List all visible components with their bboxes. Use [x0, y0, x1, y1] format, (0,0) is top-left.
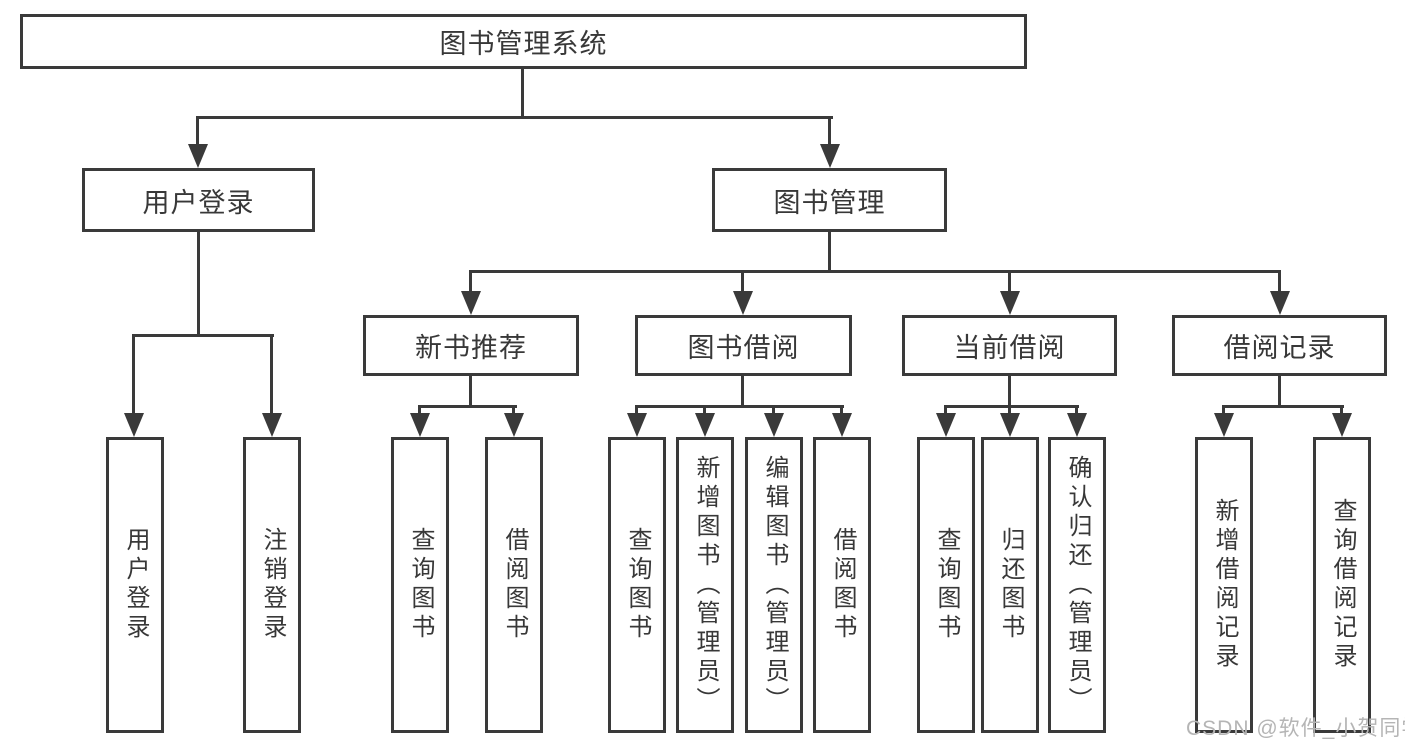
- node-borrow-records-label: 借阅记录: [1223, 333, 1336, 363]
- connector-vline: [1340, 405, 1343, 417]
- connector-vline: [521, 69, 524, 118]
- leaf-user-login-label: 用户登录: [122, 527, 149, 643]
- node-current-borrow-label: 当前借阅: [953, 333, 1066, 363]
- node-root: 图书管理系统: [20, 14, 1027, 69]
- connector-vline: [197, 232, 200, 336]
- leaf-query-borrow-record-label: 查询借阅记录: [1329, 498, 1356, 672]
- connector-vline: [635, 405, 638, 417]
- connector-vline: [469, 270, 472, 295]
- connector-arrowhead: [733, 291, 753, 315]
- node-root-label: 图书管理系统: [439, 29, 608, 59]
- node-user-login: 用户登录: [82, 168, 315, 232]
- connector-vline: [418, 405, 421, 417]
- connector-vline: [270, 334, 273, 417]
- connector-hline: [196, 116, 833, 119]
- connector-vline: [1278, 376, 1281, 407]
- connector-vline: [1222, 405, 1225, 417]
- connector-vline: [512, 405, 515, 417]
- leaf-edit-book-admin-label: 编辑图书（管理员）: [761, 454, 788, 716]
- connector-arrowhead: [461, 291, 481, 315]
- connector-arrowhead: [504, 413, 524, 437]
- connector-arrowhead: [1270, 291, 1290, 315]
- connector-arrowhead: [410, 413, 430, 437]
- connector-hline: [418, 405, 517, 408]
- leaf-borrow-book-recommend-label: 借阅图书: [501, 527, 528, 643]
- node-current-borrow: 当前借阅: [902, 315, 1117, 376]
- connector-vline: [1008, 270, 1011, 295]
- leaf-query-book-recommend: 查询图书: [391, 437, 449, 733]
- connector-vline: [741, 270, 744, 295]
- leaf-query-borrow-record: 查询借阅记录: [1313, 437, 1371, 733]
- connector-hline: [1222, 405, 1344, 408]
- leaf-logout-login-label: 注销登录: [259, 527, 286, 643]
- node-book-borrow: 图书借阅: [635, 315, 852, 376]
- connector-arrowhead: [764, 413, 784, 437]
- leaf-add-book-admin: 新增图书（管理员）: [676, 437, 734, 733]
- connector-hline: [635, 405, 844, 408]
- connector-arrowhead: [695, 413, 715, 437]
- connector-vline: [1008, 405, 1011, 417]
- connector-hline: [469, 270, 1281, 273]
- leaf-confirm-return-admin: 确认归还（管理员）: [1048, 437, 1106, 733]
- connector-vline: [1008, 376, 1011, 407]
- leaf-logout-login: 注销登录: [243, 437, 301, 733]
- connector-vline: [944, 405, 947, 417]
- connector-arrowhead: [1067, 413, 1087, 437]
- watermark: CSDN @软件_小贺同学: [1186, 717, 1405, 740]
- leaf-borrow-book-recommend: 借阅图书: [485, 437, 543, 733]
- connector-hline: [944, 405, 1079, 408]
- node-user-login-label: 用户登录: [142, 187, 255, 218]
- connector-vline: [469, 376, 472, 407]
- leaf-add-borrow-record: 新增借阅记录: [1195, 437, 1253, 733]
- leaf-query-book-current: 查询图书: [917, 437, 975, 733]
- leaf-return-book-label: 归还图书: [997, 527, 1024, 643]
- node-new-book-recommend-label: 新书推荐: [415, 333, 527, 363]
- connector-arrowhead: [627, 413, 647, 437]
- leaf-borrow-book: 借阅图书: [813, 437, 871, 733]
- node-book-management: 图书管理: [712, 168, 947, 232]
- connector-vline: [828, 232, 831, 272]
- connector-vline: [196, 116, 199, 148]
- connector-arrowhead: [188, 144, 208, 168]
- leaf-query-book-recommend-label: 查询图书: [407, 527, 434, 643]
- connector-arrowhead: [262, 413, 282, 437]
- leaf-confirm-return-admin-label: 确认归还（管理员）: [1064, 454, 1091, 716]
- leaf-query-book-borrow: 查询图书: [608, 437, 666, 733]
- node-new-book-recommend: 新书推荐: [363, 315, 579, 376]
- connector-arrowhead: [1000, 413, 1020, 437]
- connector-arrowhead: [936, 413, 956, 437]
- leaf-query-book-borrow-label: 查询图书: [624, 527, 651, 643]
- connector-vline: [1075, 405, 1078, 417]
- connector-arrowhead: [124, 413, 144, 437]
- connector-vline: [703, 405, 706, 417]
- connector-vline: [741, 376, 744, 407]
- leaf-borrow-book-label: 借阅图书: [829, 527, 856, 643]
- leaf-return-book: 归还图书: [981, 437, 1039, 733]
- connector-vline: [1278, 270, 1281, 295]
- connector-arrowhead: [820, 144, 840, 168]
- connector-arrowhead: [1214, 413, 1234, 437]
- connector-vline: [132, 334, 135, 417]
- leaf-edit-book-admin: 编辑图书（管理员）: [745, 437, 803, 733]
- leaf-query-book-current-label: 查询图书: [933, 527, 960, 643]
- connector-arrowhead: [1000, 291, 1020, 315]
- connector-vline: [828, 116, 831, 148]
- node-book-management-label: 图书管理: [773, 187, 886, 218]
- connector-arrowhead: [832, 413, 852, 437]
- leaf-add-borrow-record-label: 新增借阅记录: [1211, 498, 1238, 672]
- leaf-user-login: 用户登录: [106, 437, 164, 733]
- node-borrow-records: 借阅记录: [1172, 315, 1387, 376]
- connector-vline: [772, 405, 775, 417]
- connector-vline: [840, 405, 843, 417]
- leaf-add-book-admin-label: 新增图书（管理员）: [692, 454, 719, 716]
- connector-arrowhead: [1332, 413, 1352, 437]
- node-book-borrow-label: 图书借阅: [687, 333, 800, 363]
- connector-hline: [132, 334, 274, 337]
